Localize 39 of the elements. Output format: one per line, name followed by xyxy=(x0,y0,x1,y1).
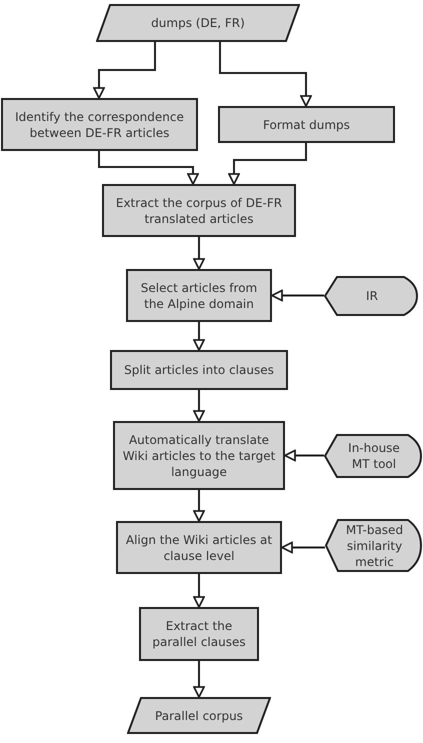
arrow xyxy=(228,143,307,185)
arrow xyxy=(193,322,205,351)
process-box xyxy=(218,106,395,143)
node-label: Parallel corpus xyxy=(155,708,243,724)
data-parallelogram xyxy=(96,4,300,42)
node-label: Select articles from the Alpine domain xyxy=(140,280,258,312)
process-box xyxy=(126,269,272,322)
node-label: dumps (DE, FR) xyxy=(151,15,245,31)
arrow xyxy=(98,151,199,185)
process-box xyxy=(102,184,296,237)
arrow xyxy=(219,42,312,107)
arrow xyxy=(193,574,205,608)
node-label: Extract the parallel clauses xyxy=(151,618,247,650)
process-box xyxy=(116,521,282,574)
node-label: Split articles into clauses xyxy=(124,362,274,378)
process-box xyxy=(113,421,285,490)
arrow xyxy=(281,542,325,554)
resource-display-shape xyxy=(324,434,422,478)
arrow xyxy=(193,661,205,698)
node-label: In-house MT tool xyxy=(347,440,401,472)
arrow xyxy=(93,42,156,99)
resource-display-shape xyxy=(324,276,418,316)
node-label: Align the Wiki articles at clause level xyxy=(124,532,274,564)
arrow xyxy=(193,490,205,522)
data-parallelogram xyxy=(127,697,271,734)
node-label: MT-based similarity metric xyxy=(344,522,404,570)
node-label: Identify the correspondence between DE-FR articles xyxy=(14,108,185,140)
node-label: Automatically translate Wiki articles to the target language xyxy=(122,432,276,480)
resource-display-shape xyxy=(325,519,422,572)
process-box xyxy=(1,98,198,151)
arrow xyxy=(193,390,205,422)
node-label: IR xyxy=(366,288,378,304)
node-label: Format dumps xyxy=(263,116,350,132)
node-label: Extract the corpus of DE-FR translated articles xyxy=(114,194,284,226)
arrow xyxy=(271,290,324,302)
process-box xyxy=(110,350,288,390)
arrow xyxy=(193,237,205,270)
process-box xyxy=(139,607,259,661)
arrow xyxy=(284,450,324,462)
